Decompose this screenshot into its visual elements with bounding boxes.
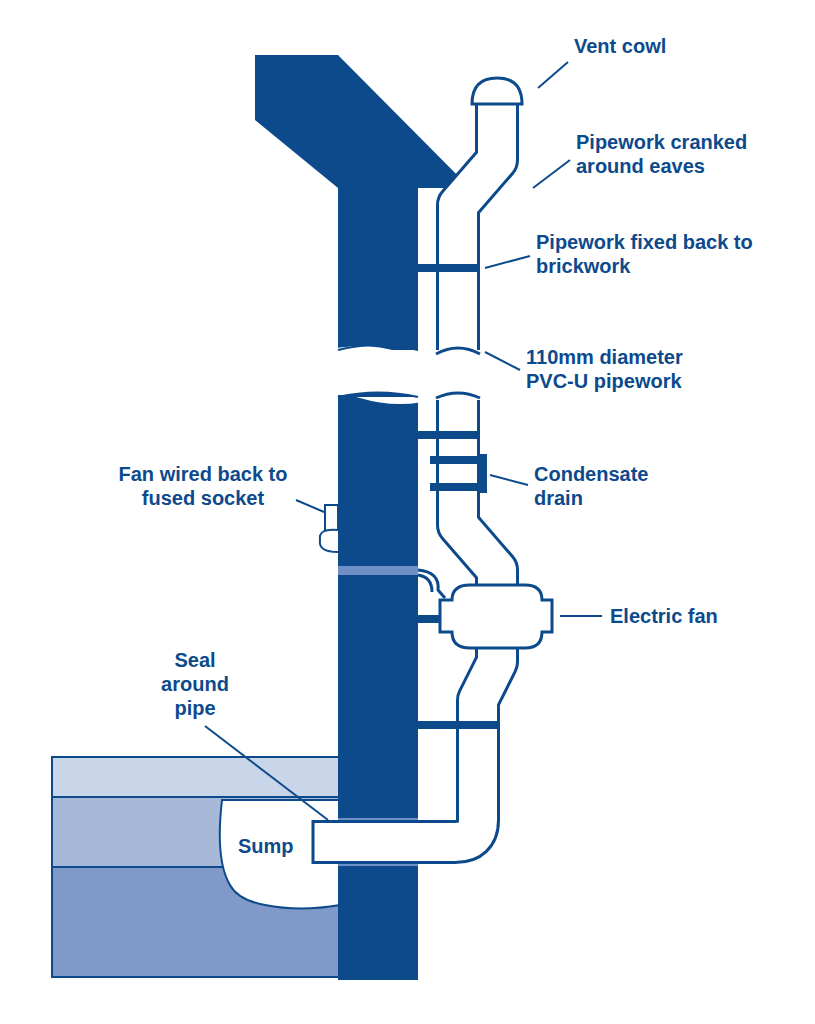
fixing-label: Pipework fixed back to brickwork [536,230,776,278]
leader-lines [205,62,602,820]
brick-wall [338,395,418,980]
break-band [320,345,520,404]
crank-label: Pipework cranked around eaves [576,130,786,178]
fan-label: Electric fan [610,604,790,628]
fan-cable [418,570,445,598]
seal-label: Seal around pipe [140,648,250,720]
condensate-label: Condensate drain [534,462,684,510]
pipe-size-label: 110mm diameter PVC-U pipework [526,345,736,393]
cable-penetration [338,566,418,575]
vent-cowl [472,78,522,104]
floor-slab [52,757,342,797]
fan-wiring-label: Fan wired back to fused socket [108,462,298,510]
sump-label: Sump [238,834,318,858]
pvc-pipework [312,100,497,842]
vent-cowl-label: Vent cowl [574,34,774,58]
electric-fan [440,585,552,648]
